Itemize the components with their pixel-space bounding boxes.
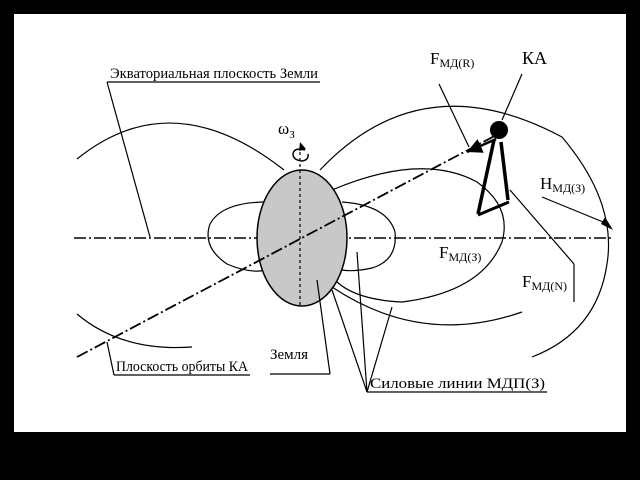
leader-f-md-r <box>438 83 470 148</box>
earth-ellipse <box>256 169 348 307</box>
label-earth: Земля <box>270 347 308 363</box>
label-omega-main: ω <box>278 119 289 138</box>
leader-equatorial-plane <box>106 81 151 238</box>
orbit-plane-line <box>76 131 503 358</box>
label-f-md-r-main: F <box>430 49 439 68</box>
field-line-inner-left <box>207 201 268 272</box>
spacecraft-ka <box>490 121 508 139</box>
force-sum-line <box>477 200 510 217</box>
leader-field-lines-3 <box>366 306 393 393</box>
field-line-outer-left <box>76 122 285 171</box>
force-md-z-arrow <box>476 139 496 215</box>
label-omega: ωЗ <box>278 119 295 141</box>
field-line-middle-right <box>331 168 505 303</box>
label-f-md-r-sub: МД(R) <box>439 56 474 70</box>
label-f-md-z-sub: МД(З) <box>448 250 481 264</box>
label-h-md-main: H <box>540 174 552 193</box>
label-f-md-r: FМД(R) <box>430 49 474 70</box>
force-md-r-arrow <box>466 137 497 154</box>
diagram-frame: Экваториальная плоскость Земли ωЗ FМД(R)… <box>14 14 626 432</box>
label-f-md-z: FМД(З) <box>439 243 481 264</box>
label-f-md-n: FМД(N) <box>522 272 567 293</box>
label-equatorial-plane: Экваториальная плоскость Земли <box>110 66 318 82</box>
leader-h-md <box>541 196 609 225</box>
leader-ka <box>501 73 523 121</box>
label-h-md-sub: МД(З) <box>552 181 585 195</box>
leader-orbit-plane <box>106 341 115 376</box>
label-ka: КА <box>522 48 547 68</box>
leader-f-md-n <box>509 189 575 265</box>
label-orbit-plane: Плоскость орбиты КА <box>116 359 248 375</box>
leader-field-lines-1 <box>331 289 368 393</box>
field-line-inner-right <box>341 201 396 272</box>
field-line-outer-right <box>319 105 610 358</box>
rotation-arrow-icon <box>292 148 309 162</box>
leader-field-lines-2 <box>356 251 368 393</box>
label-f-md-n-sub: МД(N) <box>531 279 567 293</box>
diagram-canvas: Экваториальная плоскость Земли ωЗ FМД(R)… <box>74 48 614 393</box>
field-line-outer-right-lower <box>331 286 523 326</box>
leader-earth <box>316 279 331 375</box>
force-md-n-arrow <box>499 141 510 201</box>
label-h-md: HМД(З) <box>540 174 585 195</box>
label-f-md-z-main: F <box>439 243 448 262</box>
label-omega-sub: З <box>289 129 295 141</box>
rotation-arrow-head-icon <box>299 142 306 151</box>
label-field-lines: Силовые линии МДП(З) <box>370 376 545 392</box>
field-line-outer-left-lower <box>76 313 193 349</box>
label-f-md-n-main: F <box>522 272 531 291</box>
